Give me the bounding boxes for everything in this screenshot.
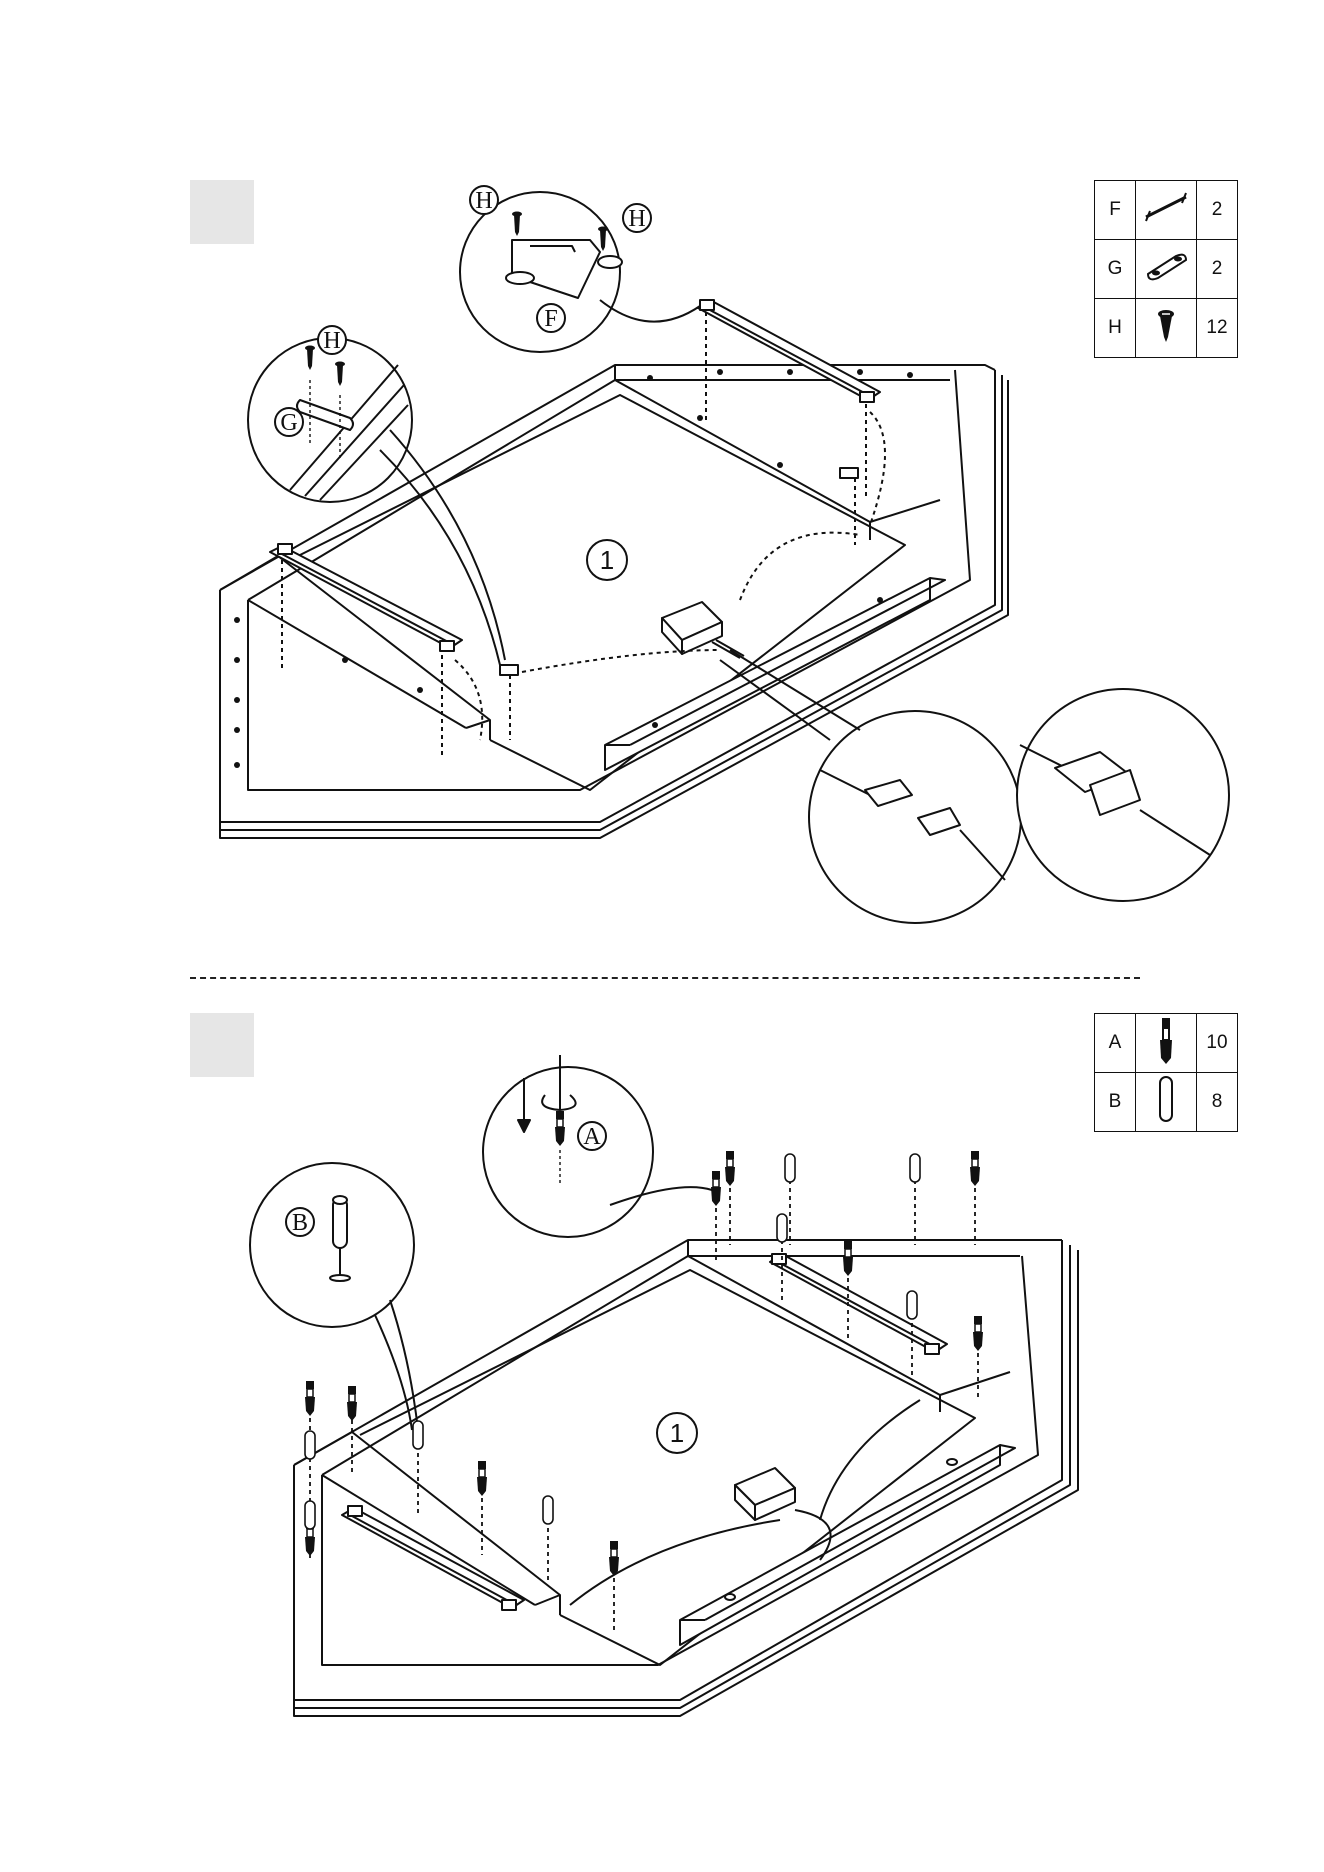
connector-bar-left xyxy=(270,544,462,651)
wire-connector-callout-closed xyxy=(1017,689,1229,901)
callout-label-h2: H xyxy=(628,206,645,232)
step-2-frame xyxy=(294,1240,1078,1716)
part-number-step-2: 1 xyxy=(670,1418,684,1448)
callout-label-f: F xyxy=(544,306,557,332)
callout-label-g: G xyxy=(280,410,297,436)
callout-f-h xyxy=(460,192,700,352)
callout-label-h3: H xyxy=(323,328,340,354)
connector-bar-right xyxy=(698,300,880,402)
callout-label-b: B xyxy=(292,1210,308,1236)
callout-label-a: A xyxy=(583,1124,601,1150)
callout-label-h1: H xyxy=(475,188,492,214)
part-number-step-1: 1 xyxy=(600,545,614,575)
callout-b xyxy=(250,1163,418,1430)
junction-box xyxy=(662,602,744,658)
